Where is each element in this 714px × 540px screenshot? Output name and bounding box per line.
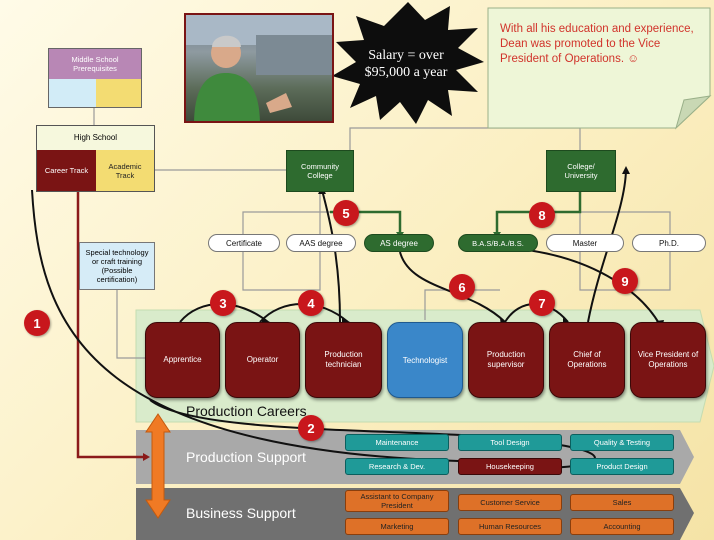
step-8: 8: [529, 202, 555, 228]
business-assistant-president: Assistant to Company President: [345, 490, 449, 512]
orange-double-arrow: [145, 413, 171, 519]
salary-starburst: [332, 2, 484, 124]
step-7: 7: [529, 290, 555, 316]
middle-school-right-cell: [96, 79, 141, 107]
technologist-box: Technologist: [387, 322, 463, 398]
university-box: College/ University: [546, 150, 616, 192]
aas-degree-pill: AAS degree: [286, 234, 356, 252]
step-4: 4: [298, 290, 324, 316]
support-quality-testing: Quality & Testing: [570, 434, 674, 451]
step-9: 9: [612, 268, 638, 294]
vp-operations-box: Vice President of Operations: [630, 322, 706, 398]
phd-pill: Ph.D.: [632, 234, 706, 252]
middle-school-box: Middle School Prerequisites: [48, 48, 142, 108]
career-track-cell: Career Track: [37, 150, 96, 191]
step-1: 1: [24, 310, 50, 336]
master-pill: Master: [546, 234, 624, 252]
bas-degree-pill: B.A.S/B.A./B.S.: [458, 234, 538, 252]
photo-illustration: [186, 15, 332, 121]
business-human-resources: Human Resources: [458, 518, 562, 535]
support-product-design: Product Design: [570, 458, 674, 475]
support-research-dev: Research & Dev.: [345, 458, 449, 475]
step-3: 3: [210, 290, 236, 316]
middle-school-label: Middle School Prerequisites: [49, 49, 141, 79]
production-supervisor-box: Production supervisor: [468, 322, 544, 398]
step-5: 5: [333, 200, 359, 226]
salary-line2: $95,000 a year: [364, 65, 448, 80]
high-school-box: High School Career Track Academic Track: [36, 125, 155, 192]
special-training-box: Special technology or craft training (Po…: [79, 242, 155, 290]
salary-line1: Salary = over: [368, 48, 444, 63]
photo-dean: [184, 13, 334, 123]
support-housekeeping: Housekeeping: [458, 458, 562, 475]
step-2: 2: [298, 415, 324, 441]
chief-operations-box: Chief of Operations: [549, 322, 625, 398]
high-school-label: High School: [73, 133, 118, 142]
community-college-box: Community College: [286, 150, 354, 192]
business-customer-service: Customer Service: [458, 494, 562, 511]
academic-track-cell: Academic Track: [96, 150, 154, 191]
salary-text: Salary = over $95,000 a year: [352, 42, 460, 86]
promotion-note: With all his education and experience, D…: [500, 23, 694, 65]
business-support-label: Business Support: [186, 505, 296, 521]
step-6: 6: [449, 274, 475, 300]
as-degree-pill: AS degree: [364, 234, 434, 252]
apprentice-box: Apprentice: [145, 322, 220, 398]
middle-school-left-cell: [49, 79, 97, 107]
support-tool-design: Tool Design: [458, 434, 562, 451]
production-careers-label: Production Careers: [186, 403, 307, 419]
support-maintenance: Maintenance: [345, 434, 449, 451]
certificate-pill: Certificate: [208, 234, 280, 252]
production-support-label: Production Support: [186, 449, 306, 465]
operator-box: Operator: [225, 322, 300, 398]
business-accounting: Accounting: [570, 518, 674, 535]
production-technician-box: Production technician: [305, 322, 382, 398]
business-marketing: Marketing: [345, 518, 449, 535]
business-sales: Sales: [570, 494, 674, 511]
